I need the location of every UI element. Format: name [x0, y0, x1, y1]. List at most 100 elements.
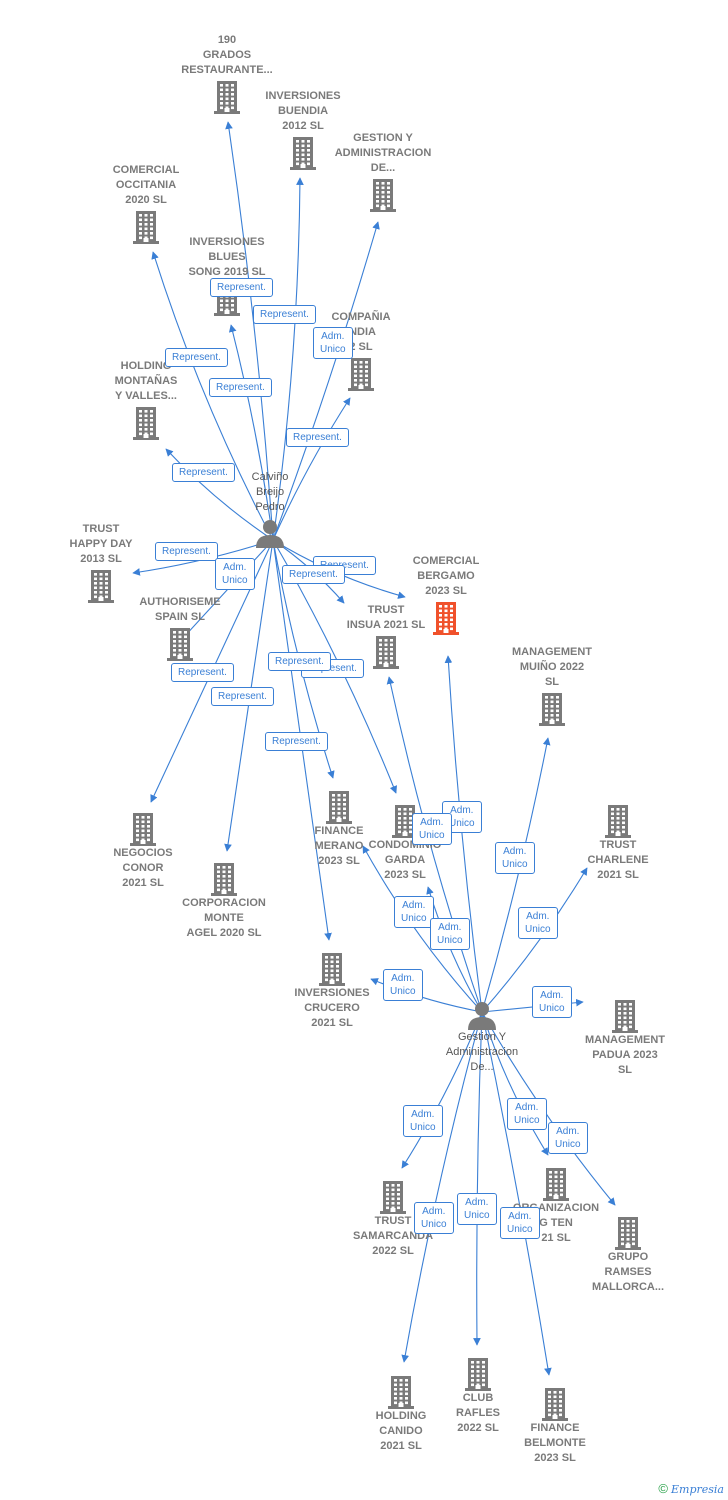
company-name-line: 2023 SL	[318, 855, 360, 867]
edge-label-text: Represent.	[293, 432, 342, 443]
edge-label-text: Unico	[555, 1139, 581, 1150]
building-icon	[130, 813, 156, 846]
edge-label-gestion-padua[interactable]: Adm.Unico	[532, 986, 572, 1018]
edge-label-calvino-compania[interactable]: Represent.	[286, 428, 349, 447]
edge-label-text: Adm.	[503, 846, 527, 857]
building-icon	[539, 693, 565, 726]
edge-label-text: Unico	[410, 1122, 436, 1133]
edge-label-calvino-blues[interactable]: Represent.	[209, 378, 272, 397]
edge-label-gestion-garda[interactable]: Adm.Unico	[430, 918, 470, 950]
edge-label-text: Unico	[421, 1219, 447, 1230]
edge-label-calvino-crucero[interactable]: Represent.	[265, 732, 328, 751]
edge-label-text: Unico	[539, 1003, 565, 1014]
building-icon	[370, 179, 396, 212]
edge-label-gestion-organizacion[interactable]: Adm.Unico	[507, 1098, 547, 1130]
company-name-line: GESTION Y	[353, 132, 413, 144]
edge-gestion-samarcanda	[401, 1011, 483, 1169]
person-name-line: Calviño	[251, 471, 289, 483]
edge-label-gestion-belmonte[interactable]: Adm.Unico	[500, 1207, 540, 1239]
edge-label-text: Represent.	[218, 691, 267, 702]
edge-label-gestion-insua[interactable]: Adm.Unico	[412, 813, 452, 845]
edge-label-calvino-buendia[interactable]: Represent.	[253, 305, 316, 324]
edge-label-text: Adm.	[402, 900, 426, 911]
building-icon	[348, 358, 374, 391]
edge-label-gestion-merano[interactable]: Adm.Unico	[394, 896, 434, 928]
edge-label-calvino-monteagel[interactable]: Represent.	[211, 687, 274, 706]
company-name-line: ADMINISTRACION	[334, 147, 432, 159]
building-icon	[133, 211, 159, 244]
brand-logo[interactable]: Empresia	[671, 1483, 724, 1496]
edge-label-calvino-occitania[interactable]: Represent.	[165, 348, 228, 367]
edge-label-gestion-crucero[interactable]: Adm.Unico	[383, 969, 423, 1001]
edge-gestion-insua	[386, 676, 483, 1013]
company-name-line: RESTAURANTE...	[181, 64, 273, 76]
company-name-line: TRUST	[374, 1215, 412, 1227]
copyright-footer: © Empresia	[658, 1481, 724, 1496]
edge-label-text: Unico	[419, 830, 445, 841]
edge-gestion-bergamo	[444, 655, 483, 1013]
edge-label-calvino-conor[interactable]: Represent.	[171, 663, 234, 682]
edge-label-gestion-samarcanda[interactable]: Adm. Unico	[403, 1105, 443, 1137]
company-name-line: CANIDO	[379, 1425, 423, 1437]
company-name-line: TRUST	[367, 604, 405, 616]
company-node-buendia[interactable]: INVERSIONES BUENDIA 2012 SL	[243, 89, 363, 170]
company-name-line: BUENDIA	[277, 105, 329, 117]
edge-label-gestion-rafles[interactable]: Adm.Unico	[457, 1193, 497, 1225]
company-name-line: INVERSIONES	[265, 90, 341, 102]
edge-calvino-buendia	[272, 177, 304, 541]
edge-calvino-c190	[225, 121, 274, 541]
person-name-line: Pedro	[255, 501, 285, 513]
edge-label-gestion-muino[interactable]: Adm.Unico	[495, 842, 535, 874]
person-icon	[468, 1002, 496, 1030]
edge-label-calvino-c190[interactable]: Represent.	[210, 278, 273, 297]
company-name-line: RAFLES	[456, 1407, 500, 1419]
edge-label-calvino-happyday[interactable]: Represent.	[155, 542, 218, 561]
company-name-line: COMERCIAL	[112, 164, 180, 176]
company-name-line: MONTAÑAS	[114, 375, 178, 387]
edge-label-text: Unico	[320, 344, 346, 355]
edge-label-gestion-charlene[interactable]: Adm.Unico	[518, 907, 558, 939]
edge-label-text: Adm.	[450, 805, 474, 816]
edge-label-text: Adm.	[411, 1109, 435, 1120]
edge-calvino-blues	[228, 324, 274, 541]
edge-label-text: Adm.	[438, 922, 462, 933]
edge-label-calvino-authoriseme[interactable]: Adm.Unico	[215, 558, 255, 590]
edge-label-gestion-holdingcanido[interactable]: Adm.Unico	[414, 1202, 454, 1234]
edge-label-gestion-ramses[interactable]: Adm.Unico	[548, 1122, 588, 1154]
edge-label-calvino-holdingmont[interactable]: Represent.	[172, 463, 235, 482]
company-name-line: COMERCIAL	[412, 555, 480, 567]
edge-label-calvino-gestionadm[interactable]: Adm.Unico	[313, 327, 353, 359]
edge-calvino-holdingmont	[165, 448, 274, 541]
edge-label-calvino-insua[interactable]: Represent.	[282, 565, 345, 584]
company-name-line: 2012 SL	[282, 120, 324, 132]
edge-label-calvino-garda[interactable]: Represent.	[268, 652, 331, 671]
company-name-line: 2020 SL	[125, 194, 167, 206]
edge-label-text: Adm.	[465, 1197, 489, 1208]
